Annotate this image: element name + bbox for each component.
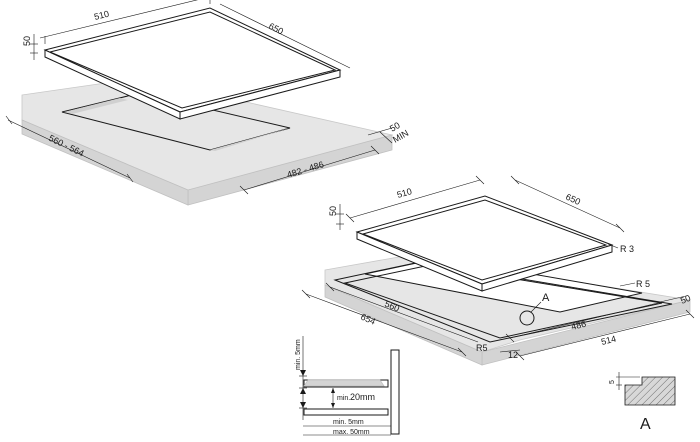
- shelf-section: [303, 408, 389, 416]
- detail-a-callout-label: A: [542, 292, 550, 304]
- dim-min-clearance-label: 50: [388, 120, 402, 134]
- dim-height-label-2: 50: [328, 206, 338, 216]
- dim-depth-label: 650: [267, 21, 285, 37]
- min-top-label: min. 5mm: [295, 339, 302, 370]
- section-detail: min. 5mm min. 20mm min. 5mm max. 50mm: [295, 336, 400, 436]
- dim-clearance-label: 50: [679, 293, 692, 306]
- radius-top-label: R 3: [620, 244, 634, 254]
- detail-a-dim-label: 5: [609, 380, 616, 384]
- dim-width-label-2: 510: [396, 186, 413, 200]
- detail-a: 5 A: [609, 372, 676, 433]
- gap-label: 20mm: [350, 392, 375, 402]
- top-view: 510 650 50 560 - 564 482 - 486 50 MIN: [5, 0, 410, 206]
- dim-width-label: 510: [93, 9, 110, 22]
- radius-corner-label: R5: [476, 343, 488, 353]
- worktop-side-face: [21, 119, 189, 206]
- dim-cutout-depth-label-2: 486: [570, 319, 587, 332]
- side-panel: [390, 349, 400, 435]
- dim-depth-label-2: 650: [564, 192, 582, 207]
- hob-right-edge-2: [481, 244, 613, 292]
- dim-height-label: 50: [22, 36, 32, 46]
- radius-cutout-label: R 5: [636, 279, 650, 289]
- gap-prefix-label: min.: [337, 395, 350, 402]
- detail-a-callout-circle: [519, 310, 535, 326]
- bottom-view: 510 650 50 R 3 R 5 50 560 654 486: [301, 175, 695, 366]
- min-bottom-label: min. 5mm: [333, 419, 364, 426]
- detail-a-profile: [624, 376, 676, 406]
- dim-offset-label: 12: [508, 350, 518, 360]
- dim-outer-depth-label: 514: [600, 334, 617, 347]
- detail-a-label: A: [640, 416, 651, 433]
- hob-right-edge: [179, 69, 341, 120]
- max-bottom-label: max. 50mm: [333, 429, 370, 436]
